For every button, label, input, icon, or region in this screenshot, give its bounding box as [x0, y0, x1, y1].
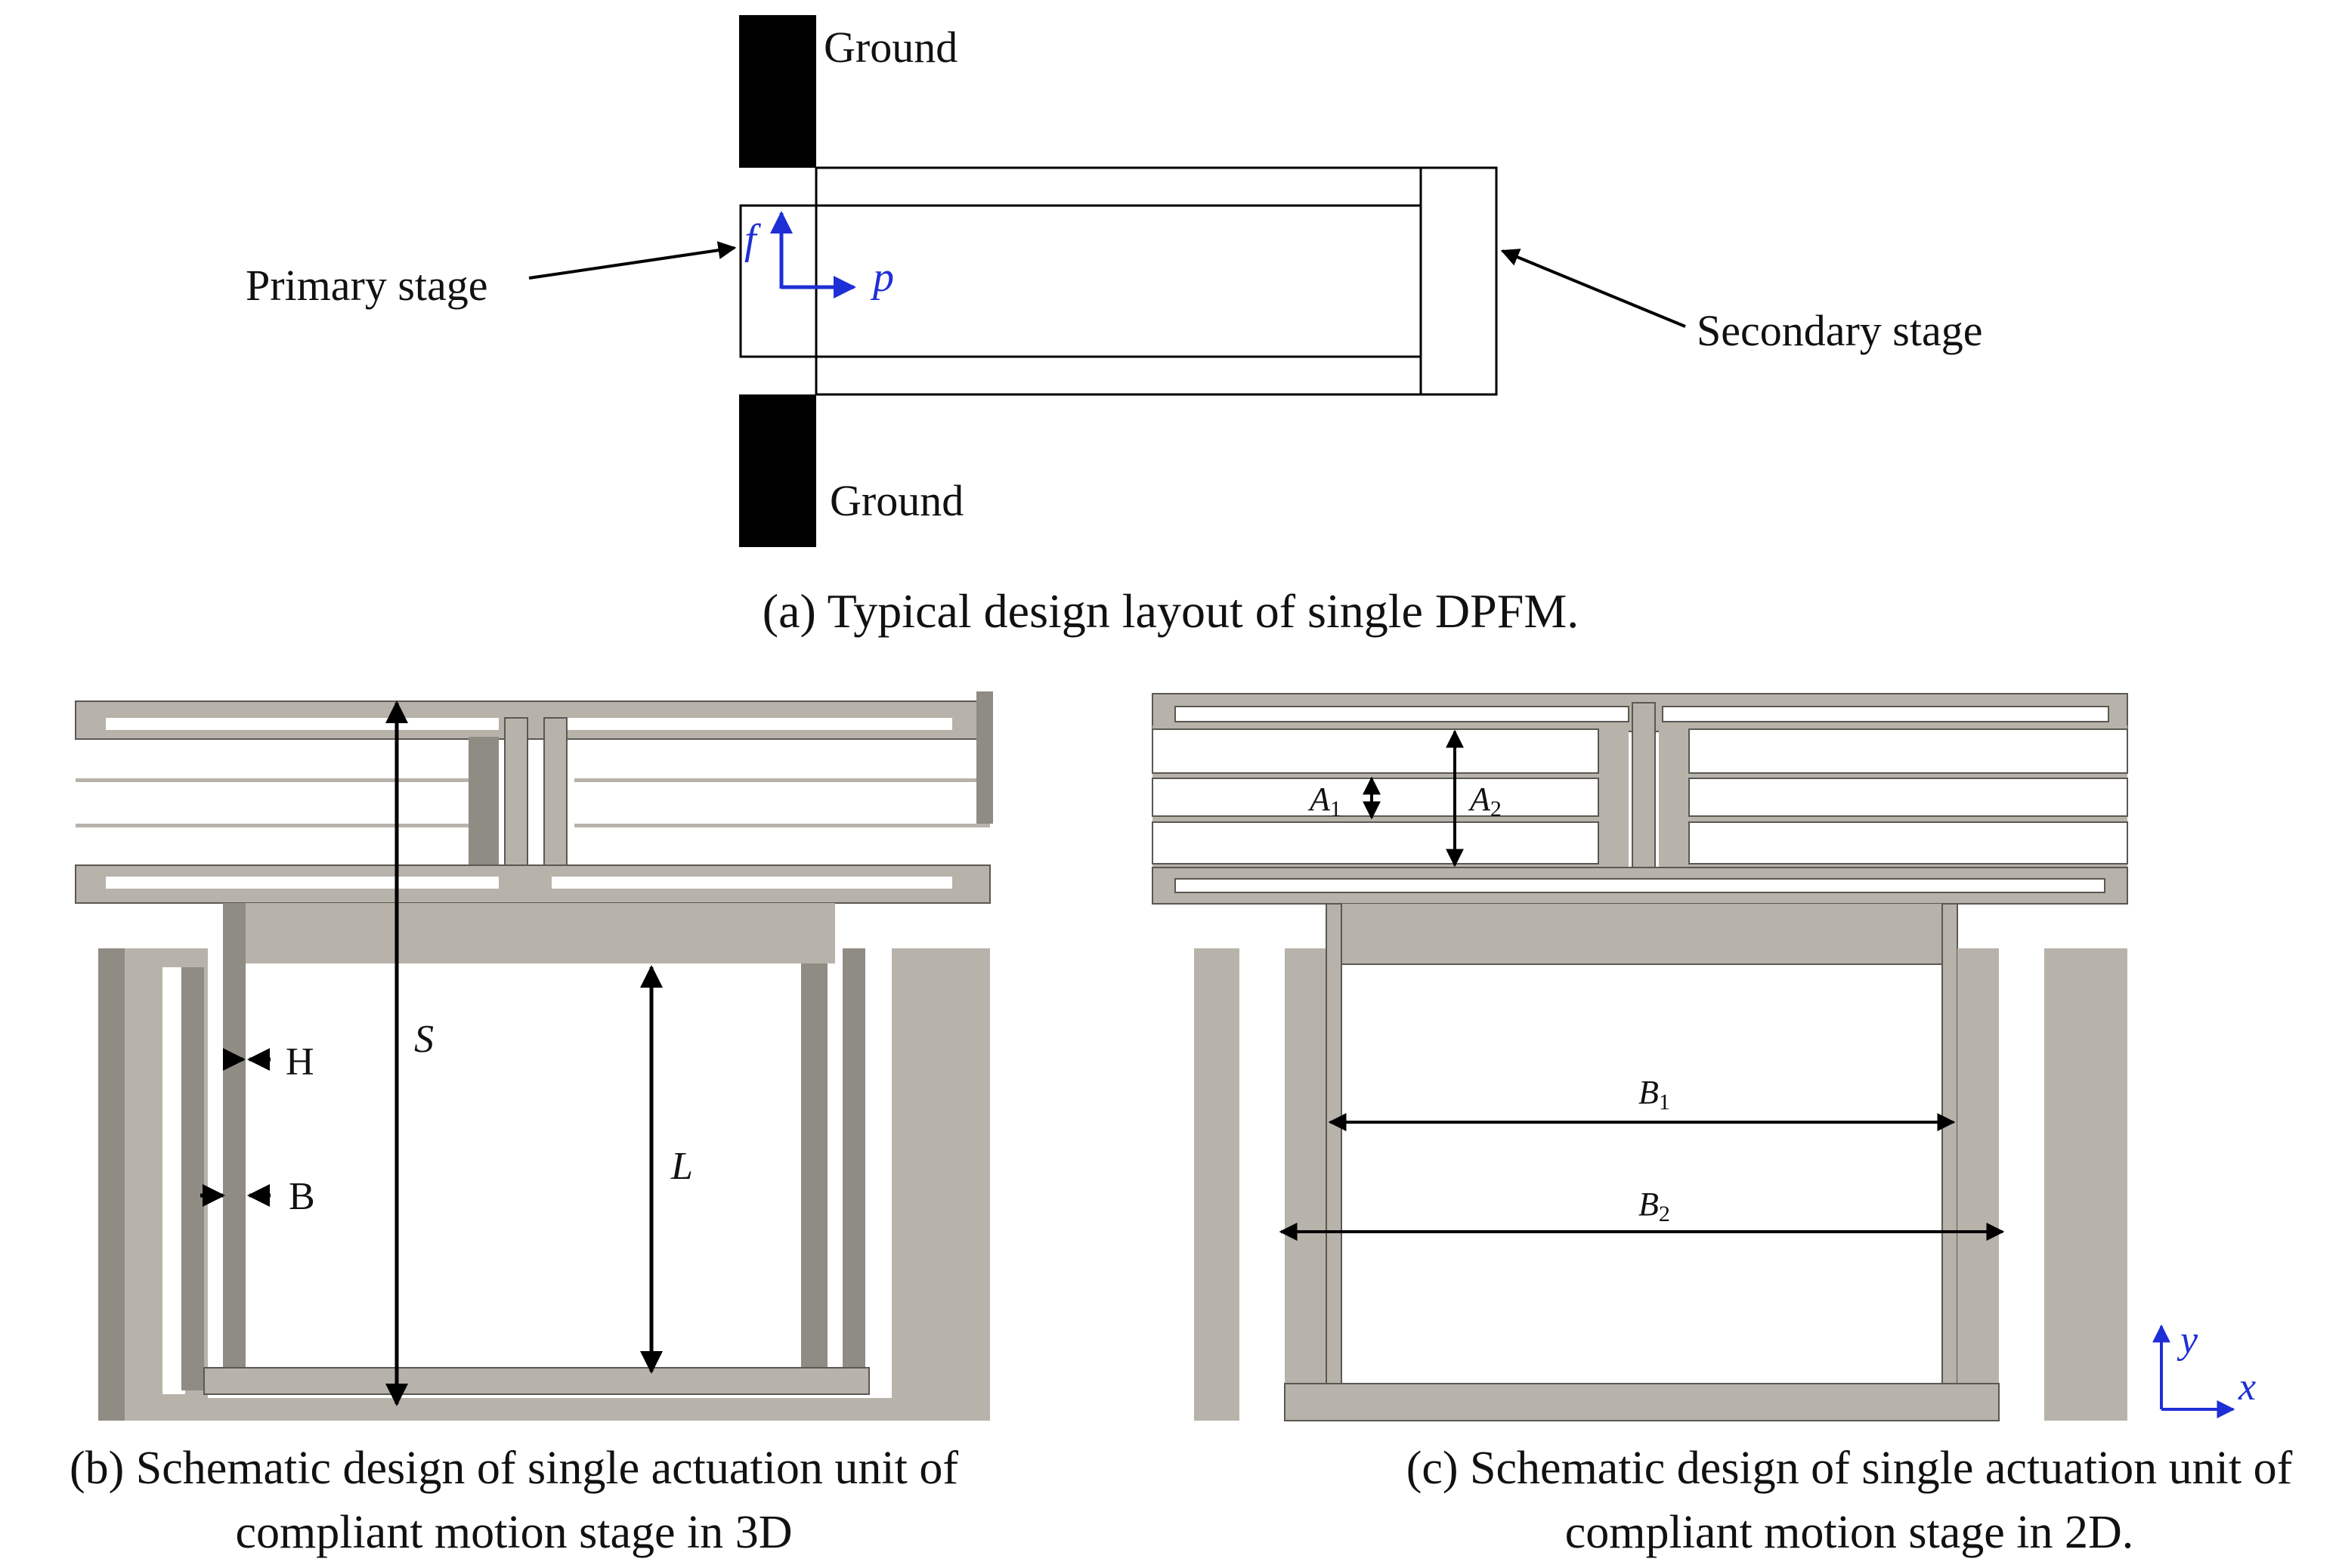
b-right-flexure: [843, 948, 865, 1390]
b-left-inner-frame: [469, 737, 499, 869]
b-right-slot: [869, 963, 892, 1390]
axis-p-label: p: [870, 254, 894, 301]
b-bottom-inner-bar: [203, 1367, 870, 1395]
b-label-H: H: [286, 1041, 314, 1084]
panel-a-dpfm-layout: f p Ground Ground Primary stage Secondar…: [246, 15, 1982, 638]
c-slot-l1: [1152, 728, 1599, 774]
c-lower-slot: [1174, 878, 2105, 893]
b-right-beam: [801, 963, 828, 1368]
caption-a: (a) Typical design layout of single DPFM…: [763, 584, 1579, 638]
primary-stage-pointer: [528, 241, 737, 280]
primary-stage-frame: [739, 204, 1422, 358]
b-top-slot-right: [552, 718, 952, 730]
c-left-outer: [1194, 948, 1239, 1421]
c-slot-r1: [1688, 728, 2128, 774]
caption-b-line2: compliant motion stage in 3D: [235, 1507, 792, 1558]
b-center-stem-right: [543, 717, 568, 889]
c-slot-r3: [1688, 821, 2128, 864]
b-mid-strip-3: [574, 778, 990, 782]
ground-block-top: [739, 15, 816, 168]
b-inner-window: [249, 963, 801, 1368]
c-top-slot-right: [1662, 706, 2109, 722]
b-label-S: S: [414, 1018, 434, 1061]
c-label-A1: A1: [1307, 781, 1341, 821]
c-slot-l3: [1152, 821, 1599, 864]
b-center-stem-left: [504, 717, 528, 889]
b-left-outer-post: [98, 948, 125, 1421]
b-left-beam: [223, 903, 246, 1379]
c-top-slot-left: [1174, 706, 1629, 722]
c-label-A2: A2: [1468, 781, 1502, 821]
caption-b-line1: (b) Schematic design of single actuation…: [70, 1443, 958, 1494]
c-right-beam: [1941, 903, 1958, 1384]
ground-block-bottom: [739, 394, 816, 547]
b-label-B: B: [289, 1175, 315, 1218]
b-mid-strip-1: [76, 778, 499, 782]
primary-stage-label: Primary stage: [246, 261, 488, 310]
c-axis-y-label: y: [2176, 1319, 2198, 1362]
ground-top-label: Ground: [824, 23, 958, 72]
c-right-flex: [1957, 948, 1999, 1383]
c-stage-header: [1326, 904, 1954, 964]
b-mid-strip-4: [574, 824, 990, 827]
c-right-outer: [2044, 948, 2127, 1421]
b-label-L: L: [670, 1145, 693, 1188]
ground-bottom-label: Ground: [830, 476, 964, 525]
c-axis-x-label: x: [2238, 1365, 2256, 1409]
b-mid-strip-2: [76, 824, 499, 827]
caption-c-line2: compliant motion stage in 2D.: [1565, 1507, 2134, 1558]
b-lower-slot-left: [106, 877, 499, 889]
c-label-B1: B1: [1638, 1074, 1670, 1115]
c-slot-l2: [1152, 778, 1599, 817]
b-top-slot-left: [106, 718, 499, 730]
b-lower-slot-right: [552, 877, 952, 889]
c-label-B2: B2: [1638, 1186, 1670, 1226]
c-left-flex: [1285, 948, 1326, 1383]
caption-c-line1: (c) Schematic design of single actuation…: [1406, 1443, 2293, 1494]
c-left-beam: [1326, 903, 1342, 1384]
secondary-stage-label: Secondary stage: [1697, 306, 1982, 355]
b-bottom-outer-bar: [125, 1398, 990, 1421]
c-inner-window: [1341, 963, 1943, 1384]
b-stage-header: [223, 903, 835, 963]
secondary-stage-pointer: [1500, 249, 1686, 328]
c-slot-r2: [1688, 778, 2128, 817]
panel-c-2d-schematic: A1 A2 B1 B2 y x (c) Schematic design of …: [1152, 693, 2293, 1558]
b-left-flexure: [181, 967, 204, 1390]
b-right-outer-frame: [892, 948, 990, 1421]
b-right-edge-post: [976, 691, 993, 824]
c-bottom-bar: [1284, 1383, 2000, 1421]
panel-b-3d-schematic: S L H B (b) Schematic design of single a…: [70, 691, 993, 1558]
c-center-stem: [1632, 702, 1656, 877]
